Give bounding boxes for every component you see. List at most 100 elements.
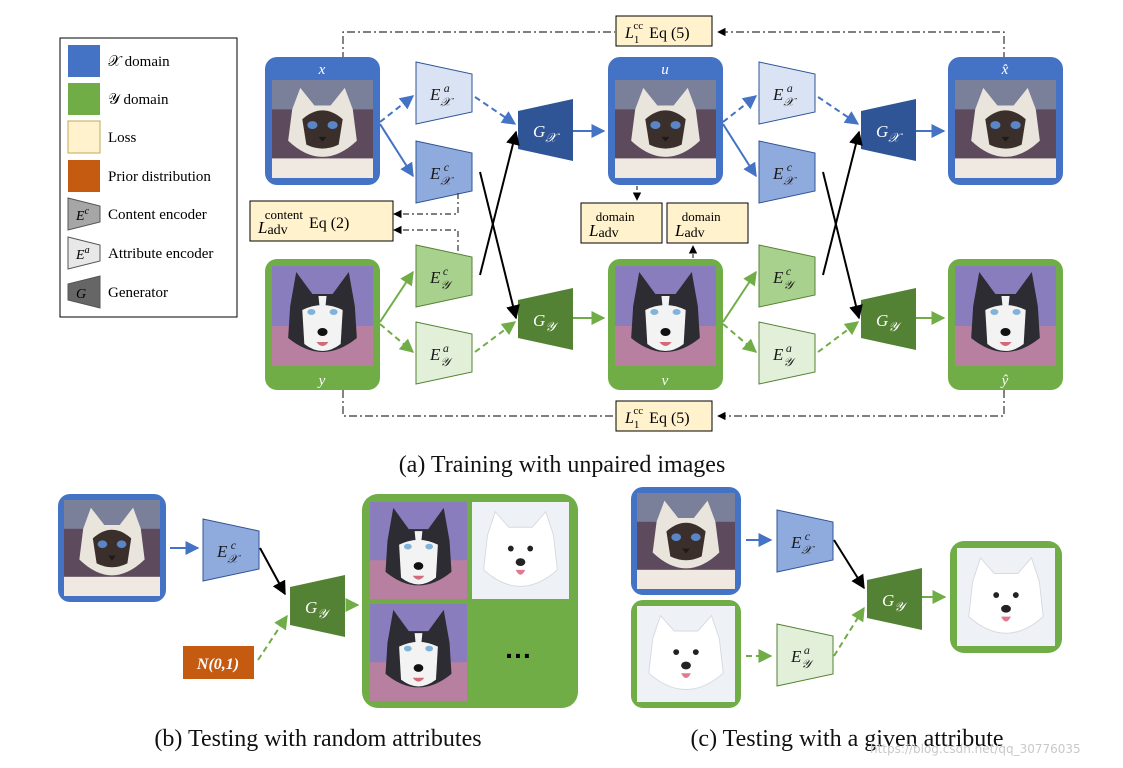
encoder-c-y-6: E𝒴c [758,244,816,308]
arrow-x-to-ea [379,95,415,123]
image-x-hat [948,57,1063,185]
label-y-hat: ŷ [1000,373,1009,389]
loss-domain-adv-1: Ladvdomain [580,202,663,244]
test-b-image-x [58,494,166,602]
test-c-image-y [631,600,741,708]
arrow-ea2-to-gx2 [817,96,860,125]
legend-symbol-text: Ea [75,245,90,263]
svg-text:LadvcontentEq (2): LadvcontentEq (2) [257,207,349,238]
output-husky-2 [471,501,570,600]
label-y: y [317,373,326,389]
arrow-c-ec-to-gy [833,539,865,590]
cc-top-left-line [342,31,615,60]
generator-y-1: G𝒴 [518,288,573,350]
arrow-b-ec-to-gy [259,547,286,596]
legend-item-1: 𝒴 domain [68,83,169,115]
encoder-c-y-2: E𝒴c [415,244,473,308]
encoder-c-x-1: E𝒳c [415,140,473,204]
legend-item-5: Ea Attribute encoder [67,236,213,270]
arrow-y-to-ec [379,270,414,323]
output-husky-1 [370,502,467,599]
encoder-c-x-5: E𝒳c [758,140,816,204]
svg-text:Ladvdomain: Ladvdomain [674,209,721,241]
encoder-a-y-10: E𝒴a [776,623,834,687]
legend-label: Attribute encoder [108,246,213,262]
test-c-image-x [631,487,741,595]
label-v: v [662,373,669,389]
prior-distribution-box: N(0,1) [183,646,254,679]
cc-bottom-left-line [342,390,615,417]
cc-bottom-right-line [717,390,1005,421]
image-y [265,259,380,390]
image-y-hat [948,259,1063,390]
legend-label: 𝒴 domain [108,92,169,108]
test-random-panel: N(0,1) … (b) Testing with random attribu… [58,494,578,752]
legend-label: Loss [108,130,137,146]
arrow-ec-x-to-gy [479,171,520,320]
svg-text:Ladvdomain: Ladvdomain [588,209,635,241]
image-x [265,57,380,185]
arrow-y-to-ea [379,323,415,353]
legend-symbol-text: Ec [75,206,90,224]
legend-symbol [67,197,101,231]
svg-text:N(0,1): N(0,1) [196,656,239,673]
caption-b: (b) Testing with random attributes [154,726,481,752]
arrow-v-to-ec [722,270,757,323]
arrow-ea-to-gy [474,321,517,353]
legend-item-0: 𝒳 domain [68,45,170,77]
arrow-u-to-ec [722,123,757,178]
generator-y-5: G𝒴 [867,568,922,630]
encoder-a-y-3: E𝒴a [415,321,473,385]
ellipsis: … [504,633,532,664]
random-output-grid: … [362,494,578,708]
arrow-ea-to-gx [474,96,517,125]
label-x-hat: x̂ [1001,62,1009,78]
encoder-a-x-4: E𝒳a [758,61,816,125]
label-x: x [318,62,326,78]
image-v [608,259,723,390]
encoder-c-x-8: E𝒳c [202,518,260,582]
arrow-ea2-to-gy2 [817,321,860,353]
arrow-x-to-ec [379,123,414,178]
legend-swatch [68,83,100,115]
legend-symbol [67,275,101,309]
arrow-ec2-to-gx2 [822,130,863,276]
caption-c: (c) Testing with a given attribute [690,726,1003,752]
loss-content-adv: LadvcontentEq (2) [249,200,394,242]
legend-swatch [67,120,101,154]
legend-label: Content encoder [108,207,207,223]
legend-swatch [68,45,100,77]
legend-item-3: Prior distribution [68,160,211,192]
arrow-c-ea-to-gy [833,606,865,657]
legend-item-4: Ec Content encoder [67,197,207,231]
svg-text:E𝒳c: E𝒳c [790,529,815,557]
output-husky-3 [370,604,467,701]
arrow-ec2-to-gy2 [822,171,863,320]
arrow-v-to-ea [722,323,758,353]
loss-domain-adv-2: Ladvdomain [666,202,749,244]
generator-y-4: G𝒴 [290,575,345,637]
legend-symbol [67,236,101,270]
caption-a: (a) Training with unpaired images [399,452,726,478]
legend-label: Generator [108,285,168,301]
legend-item-2: Loss [67,120,137,154]
test-c-output [950,541,1062,653]
label-u: u [661,62,669,78]
legend-swatch [68,160,100,192]
arrow-b-prior-to-gy [257,614,288,661]
encoder-a-y-7: E𝒴a [758,321,816,385]
encoder-a-x-0: E𝒳a [415,61,473,125]
generator-y-3: G𝒴 [861,288,916,350]
generator-x-2: G𝒳 [861,99,916,161]
test-given-panel: (c) Testing with a given attribute [631,487,1062,752]
generator-x-0: G𝒳 [518,99,573,161]
legend-label: 𝒳 domain [108,54,170,70]
training-panel: x u x̂ y v ŷ E𝒳aE𝒳cE𝒴cE𝒴aE𝒳aE𝒳cE𝒴cE𝒴aE𝒳… [202,15,1063,687]
watermark: https://blog.csdn.net/qq_30776035 [870,742,1081,756]
cc-top-right-line [717,27,1005,60]
